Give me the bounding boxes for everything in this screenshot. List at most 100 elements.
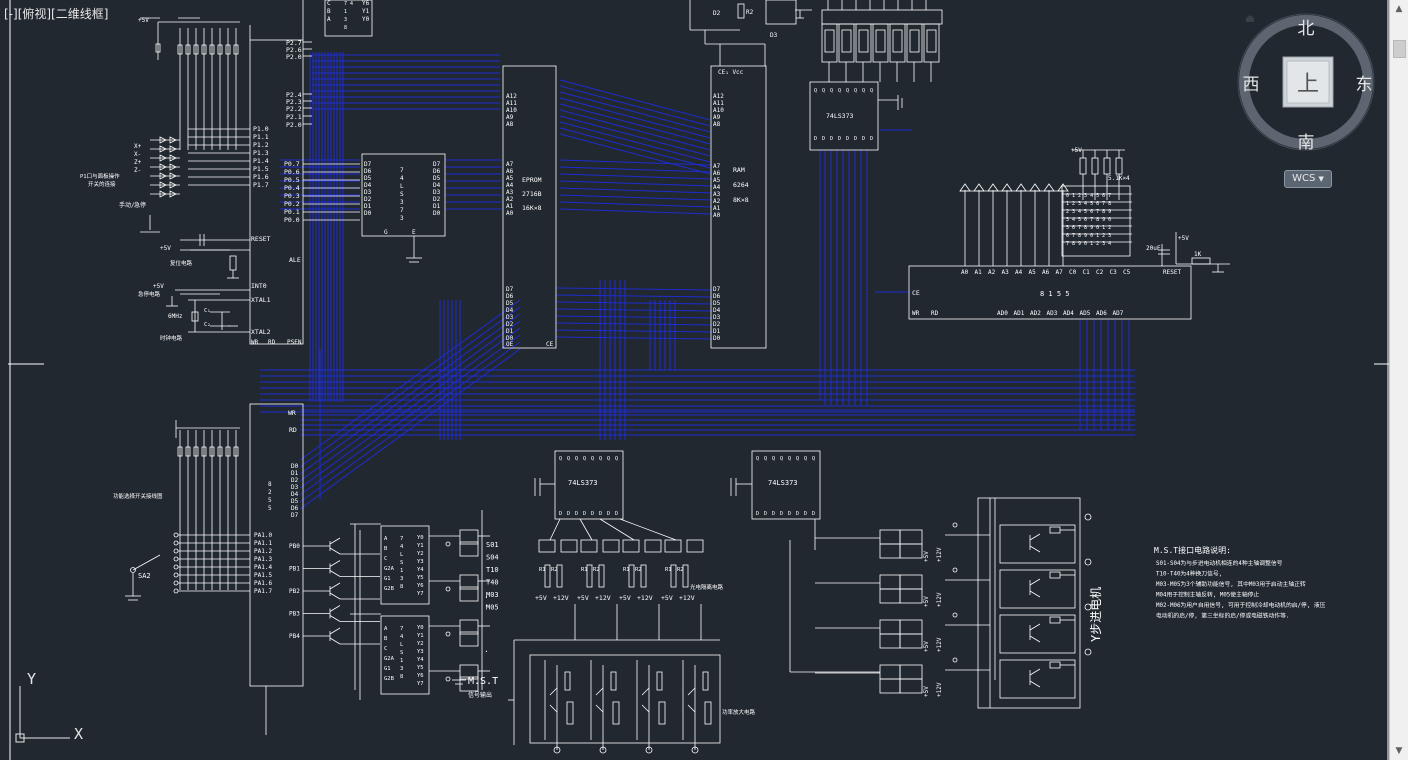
- schematic-label: D: [804, 511, 807, 517]
- schematic-label: D: [583, 511, 586, 517]
- schematic-label: D1: [713, 328, 721, 335]
- keypad-grid: [1061, 185, 1131, 257]
- bus-line: [299, 306, 521, 468]
- amp-resistor: [658, 701, 666, 725]
- schematic-label: AD5: [1080, 310, 1091, 317]
- bus-line: [559, 79, 711, 121]
- schematic-label: Y1: [362, 8, 370, 15]
- viewcube-home-icon[interactable]: [1246, 15, 1254, 22]
- schematic-label: P1.6: [253, 173, 269, 181]
- viewcube[interactable]: 北 南 东 西: [1232, 8, 1380, 168]
- chevron-down-icon: ▼: [1318, 175, 1324, 183]
- schematic-label: P0.0: [284, 216, 300, 224]
- decoder-74ls138-a: [380, 525, 430, 605]
- schematic-label: AD3: [1047, 310, 1058, 317]
- compass-south-label[interactable]: 南: [1298, 133, 1315, 153]
- diode-icon: [169, 163, 177, 171]
- schematic-label: P0.7: [284, 160, 300, 168]
- schematic-label: D: [575, 511, 578, 517]
- amp-resistor: [612, 701, 620, 725]
- schematic-label: P2.4: [286, 91, 302, 99]
- schematic-label: G2B: [384, 586, 395, 592]
- schematic-label: PB1: [289, 566, 300, 573]
- schematic-label: A11: [713, 100, 724, 107]
- compass-west-label[interactable]: 西: [1243, 75, 1260, 95]
- schematic-label: A5: [506, 175, 514, 182]
- schematic-label: 5: [268, 497, 272, 504]
- rc-resistor: [1191, 257, 1211, 265]
- schematic-label: 功率放大电路: [722, 708, 756, 716]
- viewport-controls-label[interactable]: [-][俯视][二维线框]: [4, 7, 109, 21]
- schematic-label: D5: [713, 300, 721, 307]
- schematic-label: S: [400, 560, 403, 566]
- schematic-label: C0: [1069, 269, 1077, 276]
- seven-segment-glyph: [892, 29, 903, 53]
- diode-icon: [159, 190, 167, 198]
- driver-diode-icon: [1049, 616, 1061, 624]
- viewcube-top-face[interactable]: 上: [1282, 56, 1334, 108]
- schematic-label: .: [484, 645, 489, 654]
- schematic-wires: [125, 0, 1230, 754]
- schematic-label: P2.3: [286, 98, 302, 106]
- diode-icon: [169, 190, 177, 198]
- schematic-label: 信号输出: [468, 691, 492, 699]
- schematic-label: Q: [846, 88, 849, 94]
- schematic-label: 3: [344, 17, 347, 23]
- diode-icon: [959, 183, 971, 192]
- schematic-label: S04: [486, 554, 499, 562]
- schematic-label: D: [772, 511, 775, 517]
- schematic-label: Q: [804, 456, 807, 462]
- bus-wires: [260, 52, 1135, 510]
- driver-opto-icon: [879, 633, 901, 649]
- schematic-label: CE₁ Vcc: [718, 69, 744, 76]
- scroll-up-icon[interactable]: ▲: [1395, 4, 1403, 14]
- seven-segment-glyph: [824, 29, 835, 53]
- schematic-label: C2: [1096, 269, 1104, 276]
- res-r2: [682, 564, 689, 588]
- schematic-label: 急停: [134, 201, 146, 209]
- schematic-label: A: [384, 536, 388, 542]
- schematic-label: 3: [400, 576, 403, 582]
- bus-line: [559, 109, 711, 151]
- pullup-resistor: [233, 44, 239, 55]
- schematic-label: +5V: [923, 596, 930, 607]
- viewcube-compass-ring[interactable]: [1239, 15, 1373, 149]
- schematic-label: A2: [506, 196, 514, 203]
- scroll-down-icon[interactable]: ▼: [1395, 746, 1403, 756]
- schematic-label: Z+: [134, 159, 142, 166]
- eprom-2716b: [502, 65, 557, 349]
- schematic-label: 光电隔离电路: [690, 583, 724, 591]
- diode-icon: [159, 163, 167, 171]
- diode-icon: [1001, 183, 1013, 192]
- schematic-label: 4: [400, 544, 404, 550]
- schematic-label: PA1.3: [254, 556, 272, 563]
- schematic-label: Z-: [134, 167, 141, 174]
- compass-east-label[interactable]: 东: [1356, 75, 1373, 95]
- schematic-label: 16K×8: [522, 204, 542, 212]
- schematic-label: Y6: [362, 0, 370, 7]
- scrollbar-thumb[interactable]: [1393, 40, 1406, 58]
- switch-contact-icon: [173, 540, 179, 546]
- schematic-label: 7 4: [344, 1, 353, 7]
- wcs-dropdown[interactable]: WCS ▼: [1284, 170, 1332, 188]
- vertical-scrollbar[interactable]: ▲ ▼: [1389, 0, 1408, 760]
- schematic-label: 3 4 5 6 7 8 9 0: [1066, 217, 1111, 223]
- schematic-label: .: [484, 599, 489, 608]
- schematic-label: +5V: [923, 686, 930, 697]
- schematic-label: +12V: [679, 594, 695, 602]
- res-r1: [544, 564, 551, 588]
- driver-opto-icon: [899, 633, 923, 649]
- schematic-label: A5: [1029, 269, 1037, 276]
- schematic-label: Q: [838, 88, 841, 94]
- schematic-label: D: [780, 511, 783, 517]
- diode-icon: [1015, 183, 1027, 192]
- compass-north-label[interactable]: 北: [1298, 19, 1315, 39]
- schematic-label: 1 2 3 4 5 6 7 8: [1066, 201, 1111, 207]
- bus-line: [559, 103, 711, 145]
- schematic-label: B: [384, 546, 388, 552]
- schematic-label: Q: [814, 88, 817, 94]
- schematic-label: +5V: [619, 594, 631, 602]
- terminal-icon: [553, 746, 561, 754]
- schematic-label: Y4: [417, 657, 424, 663]
